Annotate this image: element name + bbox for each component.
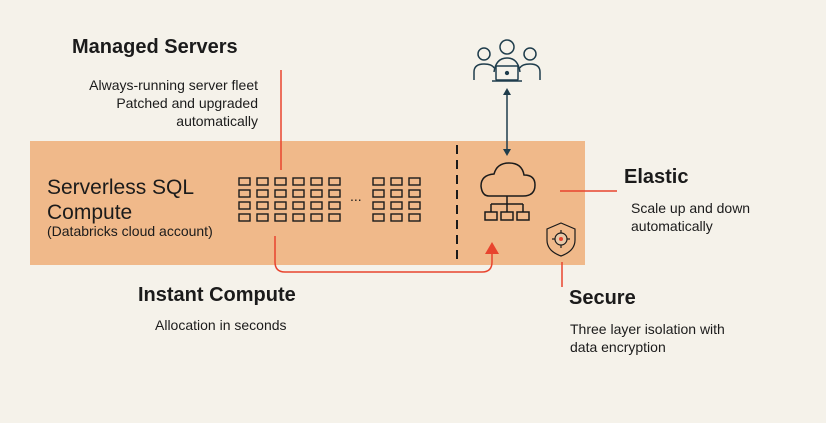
bidirectional-arrow [503, 88, 511, 156]
instant-compute-arrow [274, 236, 493, 273]
server-unit [274, 189, 287, 198]
elastic-title: Elastic [624, 166, 689, 188]
server-unit [256, 201, 269, 210]
server-unit [390, 213, 403, 222]
server-unit [408, 213, 421, 222]
server-unit [390, 201, 403, 210]
cloud-network-icon [480, 162, 536, 221]
server-unit [408, 189, 421, 198]
shield-security-icon [546, 222, 576, 257]
server-unit [310, 213, 323, 222]
server-grid-left [238, 177, 341, 222]
server-unit [372, 189, 385, 198]
server-unit [310, 201, 323, 210]
server-unit [328, 177, 341, 186]
server-unit [238, 213, 251, 222]
server-unit [274, 201, 287, 210]
managed-servers-line: Always-running server fleet [89, 77, 258, 93]
band-title-line2: Compute [47, 201, 133, 224]
server-unit [408, 201, 421, 210]
server-unit [390, 189, 403, 198]
server-unit [372, 213, 385, 222]
server-unit [274, 177, 287, 186]
instant-compute-title: Instant Compute [138, 284, 296, 306]
server-unit [238, 177, 251, 186]
server-unit [238, 201, 251, 210]
server-unit [256, 213, 269, 222]
server-unit [328, 213, 341, 222]
instant-compute-description: Allocation in seconds [155, 317, 287, 333]
server-unit [408, 177, 421, 186]
server-unit [292, 177, 305, 186]
server-unit [390, 177, 403, 186]
server-unit [292, 213, 305, 222]
server-grid-ellipsis: ... [350, 188, 362, 204]
secure-description: Three layer isolation with data encrypti… [570, 320, 725, 356]
server-unit [310, 189, 323, 198]
elastic-line: Scale up and down [631, 200, 751, 216]
managed-servers-description: Always-running server fleet Patched and … [89, 76, 258, 130]
secure-title: Secure [569, 287, 636, 309]
server-unit [372, 177, 385, 186]
server-unit [328, 201, 341, 210]
managed-servers-line: automatically [176, 113, 258, 129]
elastic-description: Scale up and down automatically [631, 199, 750, 235]
server-grid-right [372, 177, 421, 222]
band-title-line1: Serverless SQL [47, 176, 195, 199]
server-unit [256, 177, 269, 186]
users-laptop-icon [473, 39, 541, 82]
server-unit [372, 201, 385, 210]
managed-servers-line: Patched and upgraded [116, 95, 258, 111]
server-unit [274, 213, 287, 222]
server-unit [238, 189, 251, 198]
server-unit [292, 201, 305, 210]
secure-line: Three layer isolation with [570, 321, 725, 337]
server-unit [310, 177, 323, 186]
server-unit [256, 189, 269, 198]
secure-line: data encryption [570, 339, 666, 355]
managed-servers-title: Managed Servers [72, 36, 238, 58]
server-unit [328, 189, 341, 198]
instant-compute-arrowhead [485, 242, 499, 254]
server-unit [292, 189, 305, 198]
band-subtitle: (Databricks cloud account) [47, 223, 213, 239]
elastic-line: automatically [631, 218, 713, 234]
